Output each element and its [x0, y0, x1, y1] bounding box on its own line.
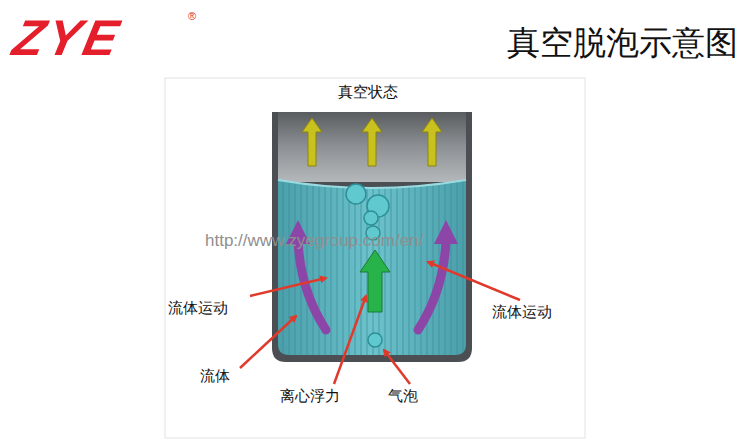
vacuum-space — [278, 112, 466, 182]
flow-label: 流体运动 — [168, 300, 228, 317]
bubble-label: 气泡 — [388, 388, 418, 405]
figure-frame — [165, 78, 585, 438]
leader-lines — [240, 262, 520, 384]
flow-arrows — [298, 240, 446, 330]
buoyancy-label: 离心浮力 — [280, 388, 340, 405]
watermark: http://www.zyegroup.com/en/ — [205, 231, 423, 251]
fluid-surface — [278, 180, 466, 188]
diagram-title: 真空脱泡示意图 — [507, 24, 738, 62]
fluid-texture — [278, 180, 466, 355]
vacuum-label: 真空状态 — [338, 84, 398, 101]
fluid-label: 流体 — [200, 368, 230, 385]
fluid — [278, 180, 466, 355]
flow-label: 流体运动 — [492, 304, 552, 321]
flow-arrowhead — [434, 220, 458, 244]
bubbles — [346, 184, 389, 347]
brand-logo: ZYE — [8, 10, 126, 68]
vacuum-arrows — [302, 118, 442, 166]
registered-mark: ® — [188, 10, 196, 23]
